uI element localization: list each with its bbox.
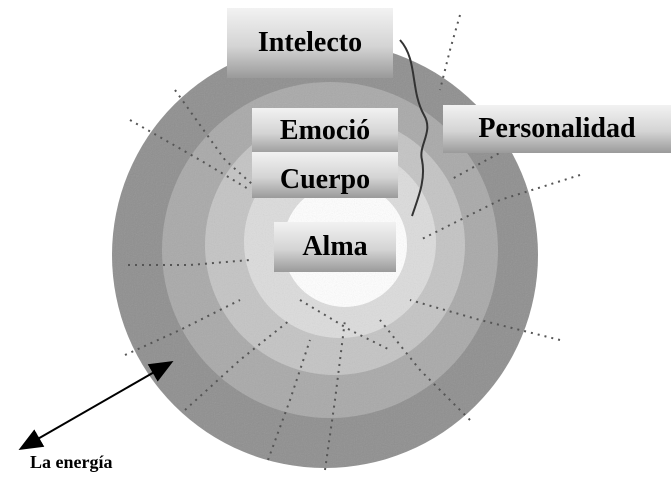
label-intelecto: Intelecto <box>227 8 393 78</box>
label-energia: La energía <box>30 452 113 473</box>
label-alma: Alma <box>274 222 396 272</box>
energia-arrow <box>22 363 170 448</box>
label-personalidad: Personalidad <box>443 105 671 153</box>
label-emocion: Emoció <box>252 108 398 154</box>
label-cuerpo: Cuerpo <box>252 152 398 198</box>
